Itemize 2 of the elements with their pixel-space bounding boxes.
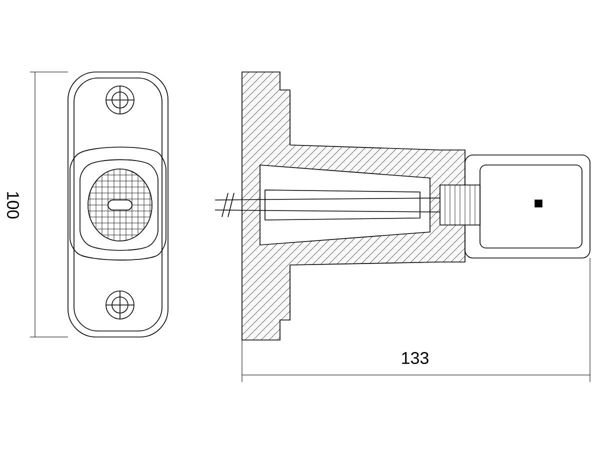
dimension-label: 100 <box>6 192 20 219</box>
dimension-label: 133 <box>402 352 428 364</box>
